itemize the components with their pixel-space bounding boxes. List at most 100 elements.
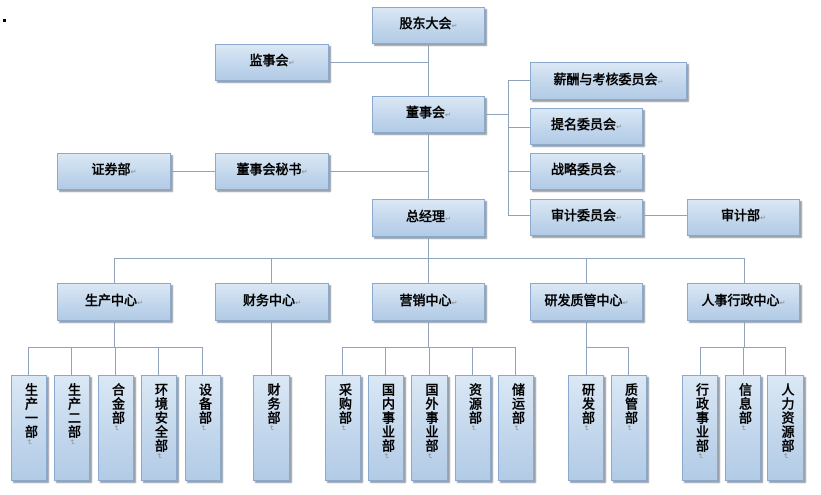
node-label: 监事会 [250,53,295,72]
node-label: 人事行政中心 [702,293,786,312]
connector-line [114,321,115,347]
node-foreign-business-dept[interactable]: 国外事业部 [411,375,448,481]
node-information-dept[interactable]: 信息部 [725,375,761,481]
node-finance-dept[interactable]: 财务部 [253,375,290,481]
connector-line [271,258,272,283]
connector-line [700,347,701,375]
node-label: 生产一部 [21,383,37,446]
node-label: 审计部 [721,208,766,227]
connector-line [428,258,429,283]
node-production-center[interactable]: 生产中心 [57,283,171,321]
node-domestic-business-dept[interactable]: 国内事业部 [368,375,404,481]
node-equipment-dept[interactable]: 设备部 [185,375,221,481]
connector-line [508,80,530,81]
node-rd-dept[interactable]: 研发部 [568,375,604,481]
node-label: 人力资源部 [778,383,794,460]
node-label: 总经理 [406,209,451,228]
node-audit-committee[interactable]: 审计委员会 [530,199,643,236]
node-label: 生产中心 [85,293,143,312]
node-label: 研发部 [578,383,594,432]
node-rd-quality-center[interactable]: 研发质管中心 [530,283,643,321]
connector-line [342,347,343,375]
node-label: 合金部 [108,383,124,432]
connector-line [628,347,629,375]
connector-line [171,171,215,172]
node-label: 财务中心 [243,293,301,312]
node-label: 设备部 [195,383,211,432]
node-label: 股东大会 [400,16,458,35]
connector-line [71,347,72,375]
connector-line [202,347,203,375]
connector-line [586,347,587,375]
connector-line [428,44,429,97]
node-production-dept-2[interactable]: 生产二部 [54,375,90,481]
node-alloy-dept[interactable]: 合金部 [98,375,134,481]
connector-line [508,215,530,216]
node-board-of-directors[interactable]: 董事会 [372,96,485,133]
node-label: 董事会秘书 [237,162,308,181]
node-hr-admin-center[interactable]: 人事行政中心 [687,283,800,321]
node-label: 国内事业部 [378,383,394,460]
connector-line [485,114,509,115]
node-supervisory-board[interactable]: 监事会 [215,44,329,81]
node-label: 营销中心 [400,293,458,312]
node-hr-resources-dept[interactable]: 人力资源部 [767,375,804,481]
node-label: 研发质管中心 [545,293,629,312]
node-marketing-center[interactable]: 营销中心 [372,283,485,321]
node-audit-department[interactable]: 审计部 [687,199,800,236]
connector-line [744,321,745,347]
node-finance-center[interactable]: 财务中心 [215,283,329,321]
node-label: 信息部 [735,383,751,432]
node-label: 资源部 [465,383,481,432]
connector-line [428,133,429,199]
node-production-dept-1[interactable]: 生产一部 [11,375,47,481]
connector-line [158,347,159,375]
connector-line [508,127,530,128]
connector-line [329,62,429,63]
node-procurement-dept[interactable]: 采购部 [325,375,361,481]
node-label: 行政事业部 [692,383,708,460]
connector-line [586,258,587,283]
node-label: 采购部 [335,383,351,432]
connector-line [586,321,587,347]
node-general-manager[interactable]: 总经理 [372,199,485,237]
connector-line [115,347,116,375]
connector-line [785,347,786,375]
node-label: 质管部 [621,383,637,432]
node-storage-transport-dept[interactable]: 储运部 [498,375,534,481]
node-label: 环境安全部 [151,383,167,460]
connector-line [743,347,744,375]
connector-line [428,321,429,347]
bullet-mark [3,19,6,22]
connector-line [744,258,745,283]
connector-line [429,347,430,375]
node-label: 薪酬与考核委员会 [554,72,664,91]
node-securities-department[interactable]: 证券部 [57,153,171,190]
node-label: 审计委员会 [551,208,622,227]
node-env-safety-dept[interactable]: 环境安全部 [141,375,177,481]
node-strategy-committee[interactable]: 战略委员会 [530,153,643,190]
connector-line [28,347,29,375]
node-resources-dept[interactable]: 资源部 [455,375,491,481]
node-nomination-committee[interactable]: 提名委员会 [530,108,643,145]
connector-line [271,321,272,375]
node-admin-business-dept[interactable]: 行政事业部 [682,375,718,481]
node-label: 储运部 [508,383,524,432]
node-quality-dept[interactable]: 质管部 [611,375,647,481]
connector-line [515,347,516,375]
node-label: 证券部 [92,162,137,181]
node-board-secretary[interactable]: 董事会秘书 [215,153,329,190]
connector-line [114,258,745,259]
connector-line [508,171,530,172]
node-shareholders-meeting[interactable]: 股东大会 [372,7,485,44]
connector-line [643,215,687,216]
node-label: 国外事业部 [422,383,438,460]
node-label: 提名委员会 [551,117,622,136]
connector-line [329,171,429,172]
node-label: 董事会 [406,105,451,124]
connector-line [385,347,386,375]
connector-line [508,80,509,216]
node-remuneration-committee[interactable]: 薪酬与考核委员会 [530,62,687,100]
node-label: 生产二部 [64,383,80,446]
connector-line [428,237,429,258]
